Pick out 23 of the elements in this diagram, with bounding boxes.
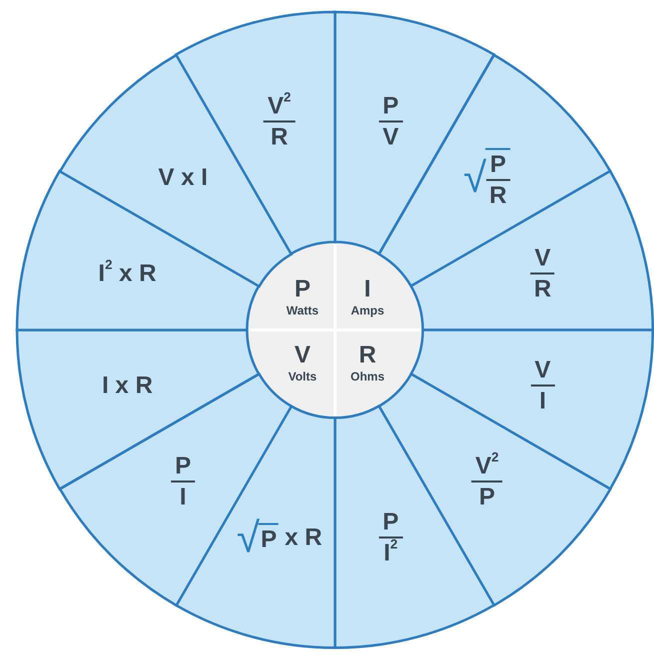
formula: V x I bbox=[158, 166, 208, 190]
formula: P I bbox=[170, 454, 195, 510]
formula-sector bbox=[17, 330, 259, 489]
formula: V$^{2}$ P bbox=[471, 454, 503, 510]
quantity-symbol: P bbox=[294, 278, 310, 302]
formula: V$^{2}$ R bbox=[264, 94, 296, 150]
formula: I$^{2}$ x R bbox=[98, 262, 156, 286]
formula-sector bbox=[411, 330, 653, 489]
formula-sector bbox=[176, 12, 335, 254]
formula: √P x R bbox=[236, 516, 322, 559]
quantity-symbol: R bbox=[358, 343, 376, 368]
formula: V R bbox=[530, 246, 556, 302]
formula-sector bbox=[176, 406, 335, 648]
quantity-symbol: V bbox=[294, 343, 310, 368]
formula: P I$^{2}$ bbox=[378, 510, 403, 566]
unit-label: Volts bbox=[288, 370, 317, 382]
unit-label: Watts bbox=[286, 304, 319, 317]
quantity-symbol: I bbox=[364, 278, 371, 302]
unit-label: Ohms bbox=[350, 370, 385, 382]
formula: I x R bbox=[102, 374, 153, 398]
formula: V I bbox=[530, 358, 555, 414]
formula-sector bbox=[60, 54, 291, 286]
unit-label: Amps bbox=[350, 304, 384, 317]
